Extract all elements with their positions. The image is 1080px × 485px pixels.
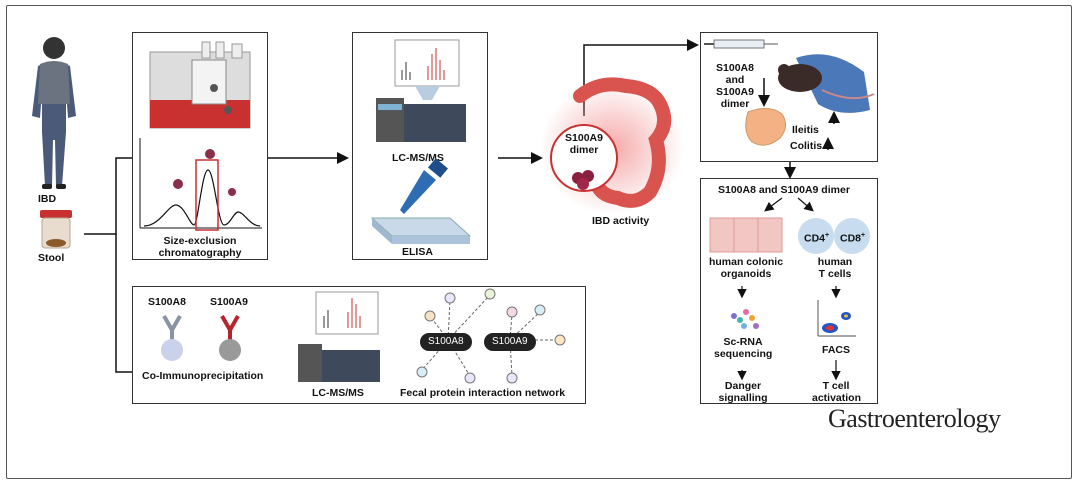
colitis-label: Colitis — [790, 140, 823, 152]
coip-lcms-label: LC-MS/MS — [312, 387, 364, 399]
tcells-label: human T cells — [817, 256, 853, 280]
patient-label: IBD — [38, 193, 57, 205]
network-label: Fecal protein interaction network — [400, 387, 566, 399]
activation-label: T cell activation — [812, 380, 862, 404]
figure-frame — [6, 5, 1072, 479]
injection-label: S100A8 and S100A9 dimer — [716, 62, 754, 110]
cd8-label: CD8+ — [840, 232, 866, 245]
organoids-label: human colonic organoids — [708, 256, 784, 280]
antibody-s100a8-label: S100A8 — [148, 296, 186, 308]
journal-logo: Gastroenterology — [828, 404, 1001, 433]
elisa-label: ELISA — [402, 246, 433, 258]
network-node-s100a8: S100A8 — [420, 333, 472, 351]
sample-label: Stool — [38, 252, 65, 264]
dimer-label: S100A9 dimer — [565, 132, 603, 156]
network-node-s100a9: S100A9 — [484, 333, 536, 351]
antibody-s100a9-label: S100A9 — [210, 296, 248, 308]
facs-label: FACS — [822, 344, 851, 356]
coip-label: Co-Immunoprecipitation — [142, 370, 264, 382]
in-vitro-title: S100A8 and S100A9 dimer — [718, 184, 850, 196]
sec-label: Size-exclusion chromatography — [158, 235, 242, 259]
lcms-top-label: LC-MS/MS — [392, 152, 444, 164]
in-vitro-panel — [700, 178, 878, 404]
cd4-label: CD4+ — [804, 232, 830, 245]
ibd-activity-label: IBD activity — [592, 215, 650, 227]
ileitis-label: Ileitis — [792, 124, 819, 136]
danger-label: Danger signalling — [718, 380, 768, 404]
scrna-label: Sc-RNA sequencing — [714, 336, 773, 360]
